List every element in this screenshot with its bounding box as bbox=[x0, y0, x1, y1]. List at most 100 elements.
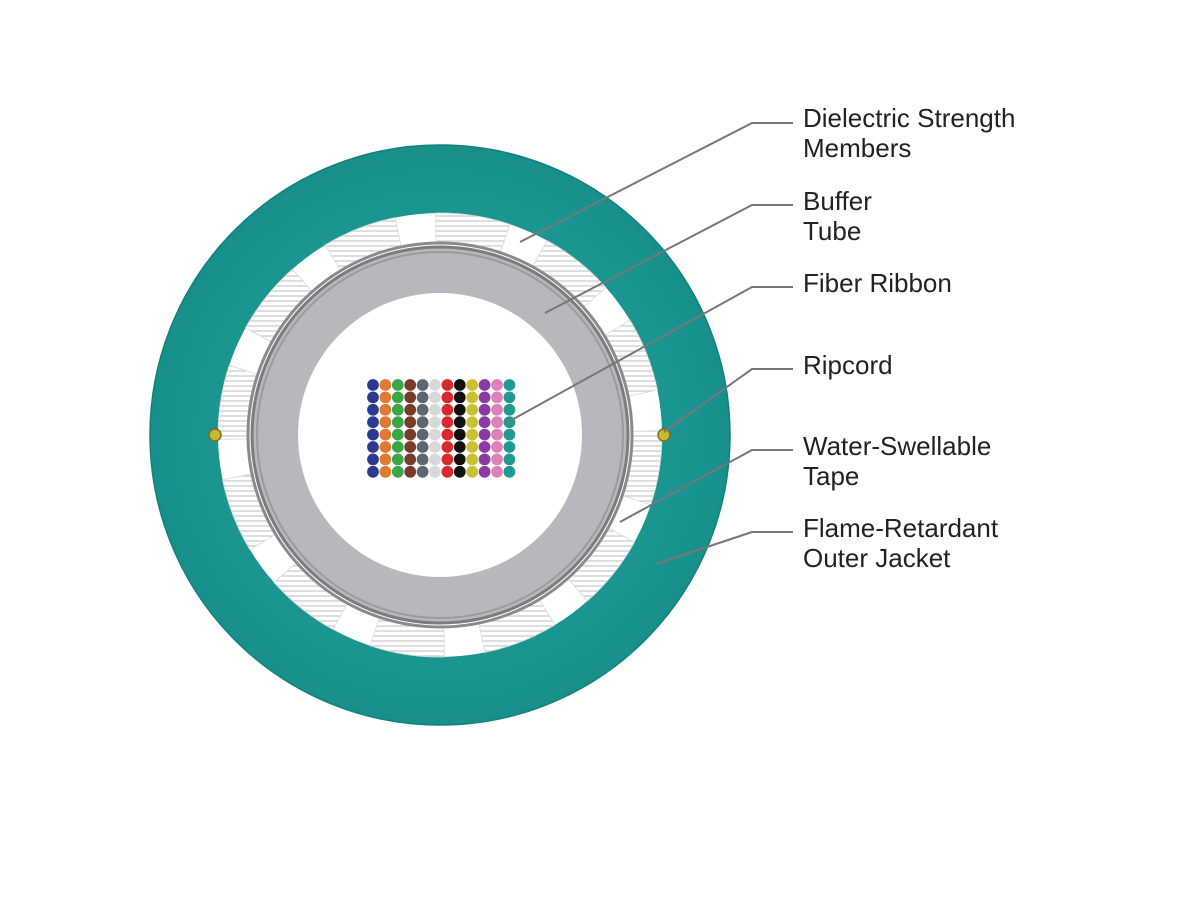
optical-fiber bbox=[428, 428, 442, 442]
optical-fiber bbox=[428, 415, 442, 429]
optical-fiber bbox=[378, 465, 392, 479]
ripcord-left bbox=[208, 428, 222, 442]
optical-fiber bbox=[490, 440, 504, 454]
label-line: Buffer bbox=[803, 186, 872, 216]
optical-fiber bbox=[453, 390, 467, 404]
optical-fiber bbox=[478, 403, 492, 417]
optical-fiber bbox=[465, 403, 479, 417]
optical-fiber bbox=[490, 403, 504, 417]
optical-fiber bbox=[416, 403, 430, 417]
optical-fiber bbox=[490, 378, 504, 392]
label-line: Tape bbox=[803, 461, 860, 491]
leader-line-strength-members bbox=[519, 122, 793, 243]
optical-fiber bbox=[378, 403, 392, 417]
optical-fiber bbox=[490, 390, 504, 404]
buffer-tube-inner-edge bbox=[256, 251, 624, 619]
optical-fiber bbox=[428, 452, 442, 466]
optical-fiber bbox=[502, 465, 516, 479]
optical-fiber bbox=[391, 390, 405, 404]
label-line: Flame-Retardant bbox=[803, 513, 999, 543]
optical-fiber bbox=[403, 415, 417, 429]
label-line: Tube bbox=[803, 216, 862, 246]
optical-fiber bbox=[403, 428, 417, 442]
optical-fiber bbox=[465, 428, 479, 442]
optical-fiber bbox=[478, 415, 492, 429]
optical-fiber bbox=[478, 440, 492, 454]
label-buffer-tube: Buffer Tube bbox=[803, 186, 872, 246]
optical-fiber bbox=[440, 440, 454, 454]
optical-fiber bbox=[440, 465, 454, 479]
fiber-ribbon-stack bbox=[366, 378, 516, 479]
optical-fiber bbox=[490, 415, 504, 429]
label-line: Dielectric Strength bbox=[803, 103, 1016, 133]
optical-fiber bbox=[490, 452, 504, 466]
optical-fiber bbox=[428, 440, 442, 454]
optical-fiber bbox=[391, 403, 405, 417]
optical-fiber bbox=[378, 390, 392, 404]
optical-fiber bbox=[428, 403, 442, 417]
optical-fiber bbox=[416, 378, 430, 392]
optical-fiber bbox=[465, 390, 479, 404]
optical-fiber bbox=[502, 378, 516, 392]
optical-fiber bbox=[366, 452, 380, 466]
optical-fiber bbox=[440, 390, 454, 404]
label-line: Ripcord bbox=[803, 350, 893, 380]
optical-fiber bbox=[465, 378, 479, 392]
optical-fiber bbox=[502, 440, 516, 454]
leader-line-buffer-tube bbox=[544, 204, 793, 314]
label-fiber-ribbon: Fiber Ribbon bbox=[803, 268, 952, 298]
optical-fiber bbox=[366, 440, 380, 454]
optical-fiber bbox=[465, 465, 479, 479]
label-line: Outer Jacket bbox=[803, 543, 951, 573]
optical-fiber bbox=[478, 390, 492, 404]
optical-fiber bbox=[465, 440, 479, 454]
label-water-swellable-tape: Water-Swellable Tape bbox=[803, 431, 991, 491]
optical-fiber bbox=[440, 378, 454, 392]
optical-fiber bbox=[453, 378, 467, 392]
optical-fiber bbox=[403, 390, 417, 404]
optical-fiber bbox=[378, 440, 392, 454]
optical-fiber bbox=[391, 415, 405, 429]
optical-fiber bbox=[391, 428, 405, 442]
ripcord-right bbox=[657, 428, 671, 442]
optical-fiber bbox=[416, 452, 430, 466]
optical-fiber bbox=[465, 452, 479, 466]
optical-fiber bbox=[453, 440, 467, 454]
optical-fiber bbox=[490, 465, 504, 479]
optical-fiber bbox=[378, 415, 392, 429]
optical-fiber bbox=[502, 390, 516, 404]
optical-fiber bbox=[428, 378, 442, 392]
optical-fiber bbox=[366, 465, 380, 479]
optical-fiber bbox=[428, 465, 442, 479]
optical-fiber bbox=[366, 415, 380, 429]
optical-fiber bbox=[440, 415, 454, 429]
optical-fiber bbox=[366, 378, 380, 392]
optical-fiber bbox=[428, 390, 442, 404]
optical-fiber bbox=[502, 403, 516, 417]
optical-fiber bbox=[366, 428, 380, 442]
optical-fiber bbox=[502, 428, 516, 442]
optical-fiber bbox=[416, 390, 430, 404]
optical-fiber bbox=[478, 452, 492, 466]
optical-fiber bbox=[378, 452, 392, 466]
leader-line-ripcord bbox=[663, 368, 793, 433]
label-flame-retardant-outer-jacket: Flame-Retardant Outer Jacket bbox=[803, 513, 998, 573]
optical-fiber bbox=[391, 465, 405, 479]
optical-fiber bbox=[366, 390, 380, 404]
optical-fiber bbox=[465, 415, 479, 429]
optical-fiber bbox=[403, 452, 417, 466]
label-line: Members bbox=[803, 133, 912, 163]
optical-fiber bbox=[478, 465, 492, 479]
optical-fiber bbox=[403, 440, 417, 454]
leader-line-outer-jacket bbox=[655, 531, 793, 565]
label-line: Fiber Ribbon bbox=[803, 268, 952, 298]
optical-fiber bbox=[378, 378, 392, 392]
optical-fiber bbox=[378, 428, 392, 442]
optical-fiber bbox=[440, 428, 454, 442]
label-dielectric-strength-members: Dielectric Strength Members bbox=[803, 103, 1015, 163]
optical-fiber bbox=[440, 403, 454, 417]
water-swellable-tape bbox=[246, 241, 634, 629]
label-line: Water-Swellable bbox=[803, 431, 992, 461]
